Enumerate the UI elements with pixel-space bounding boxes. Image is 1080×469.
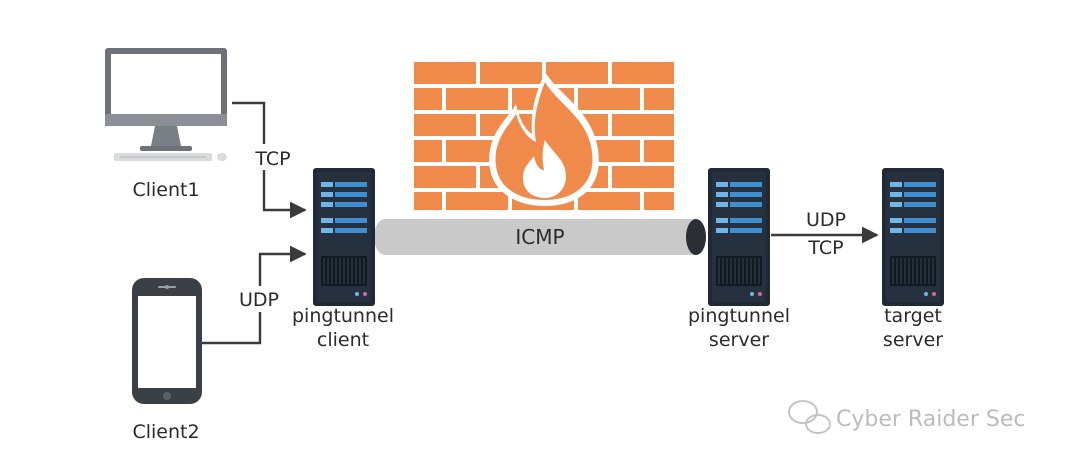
pingtunnel-server-label-line1: pingtunnel [688,305,790,327]
target-server-label-line2: server [883,329,943,351]
udp-label: UDP [239,289,279,311]
pingtunnel-client-server-icon [313,168,375,306]
phone-icon [132,278,202,404]
server-target-tcp-label: TCP [807,237,843,259]
server-target-udp-label: UDP [806,209,846,231]
wechat-icon [788,400,831,434]
client2-label: Client2 [132,421,199,443]
target-server-icon [882,168,944,306]
icmp-tunnel: ICMP [374,219,706,255]
watermark-text: Cyber Raider Sec [836,407,1025,432]
pingtunnel-client-label-line1: pingtunnel [292,305,394,327]
pingtunnel-server-server-icon [708,168,770,306]
monitor-icon [105,48,227,161]
client1-label: Client1 [132,179,199,201]
tcp-label: TCP [254,148,290,170]
firewall-icon [414,62,674,210]
pingtunnel-server-label-line2: server [709,329,769,351]
target-server-label-line1: target [884,305,942,327]
pingtunnel-client-label-line2: client [317,329,369,351]
icmp-label: ICMP [515,225,564,249]
